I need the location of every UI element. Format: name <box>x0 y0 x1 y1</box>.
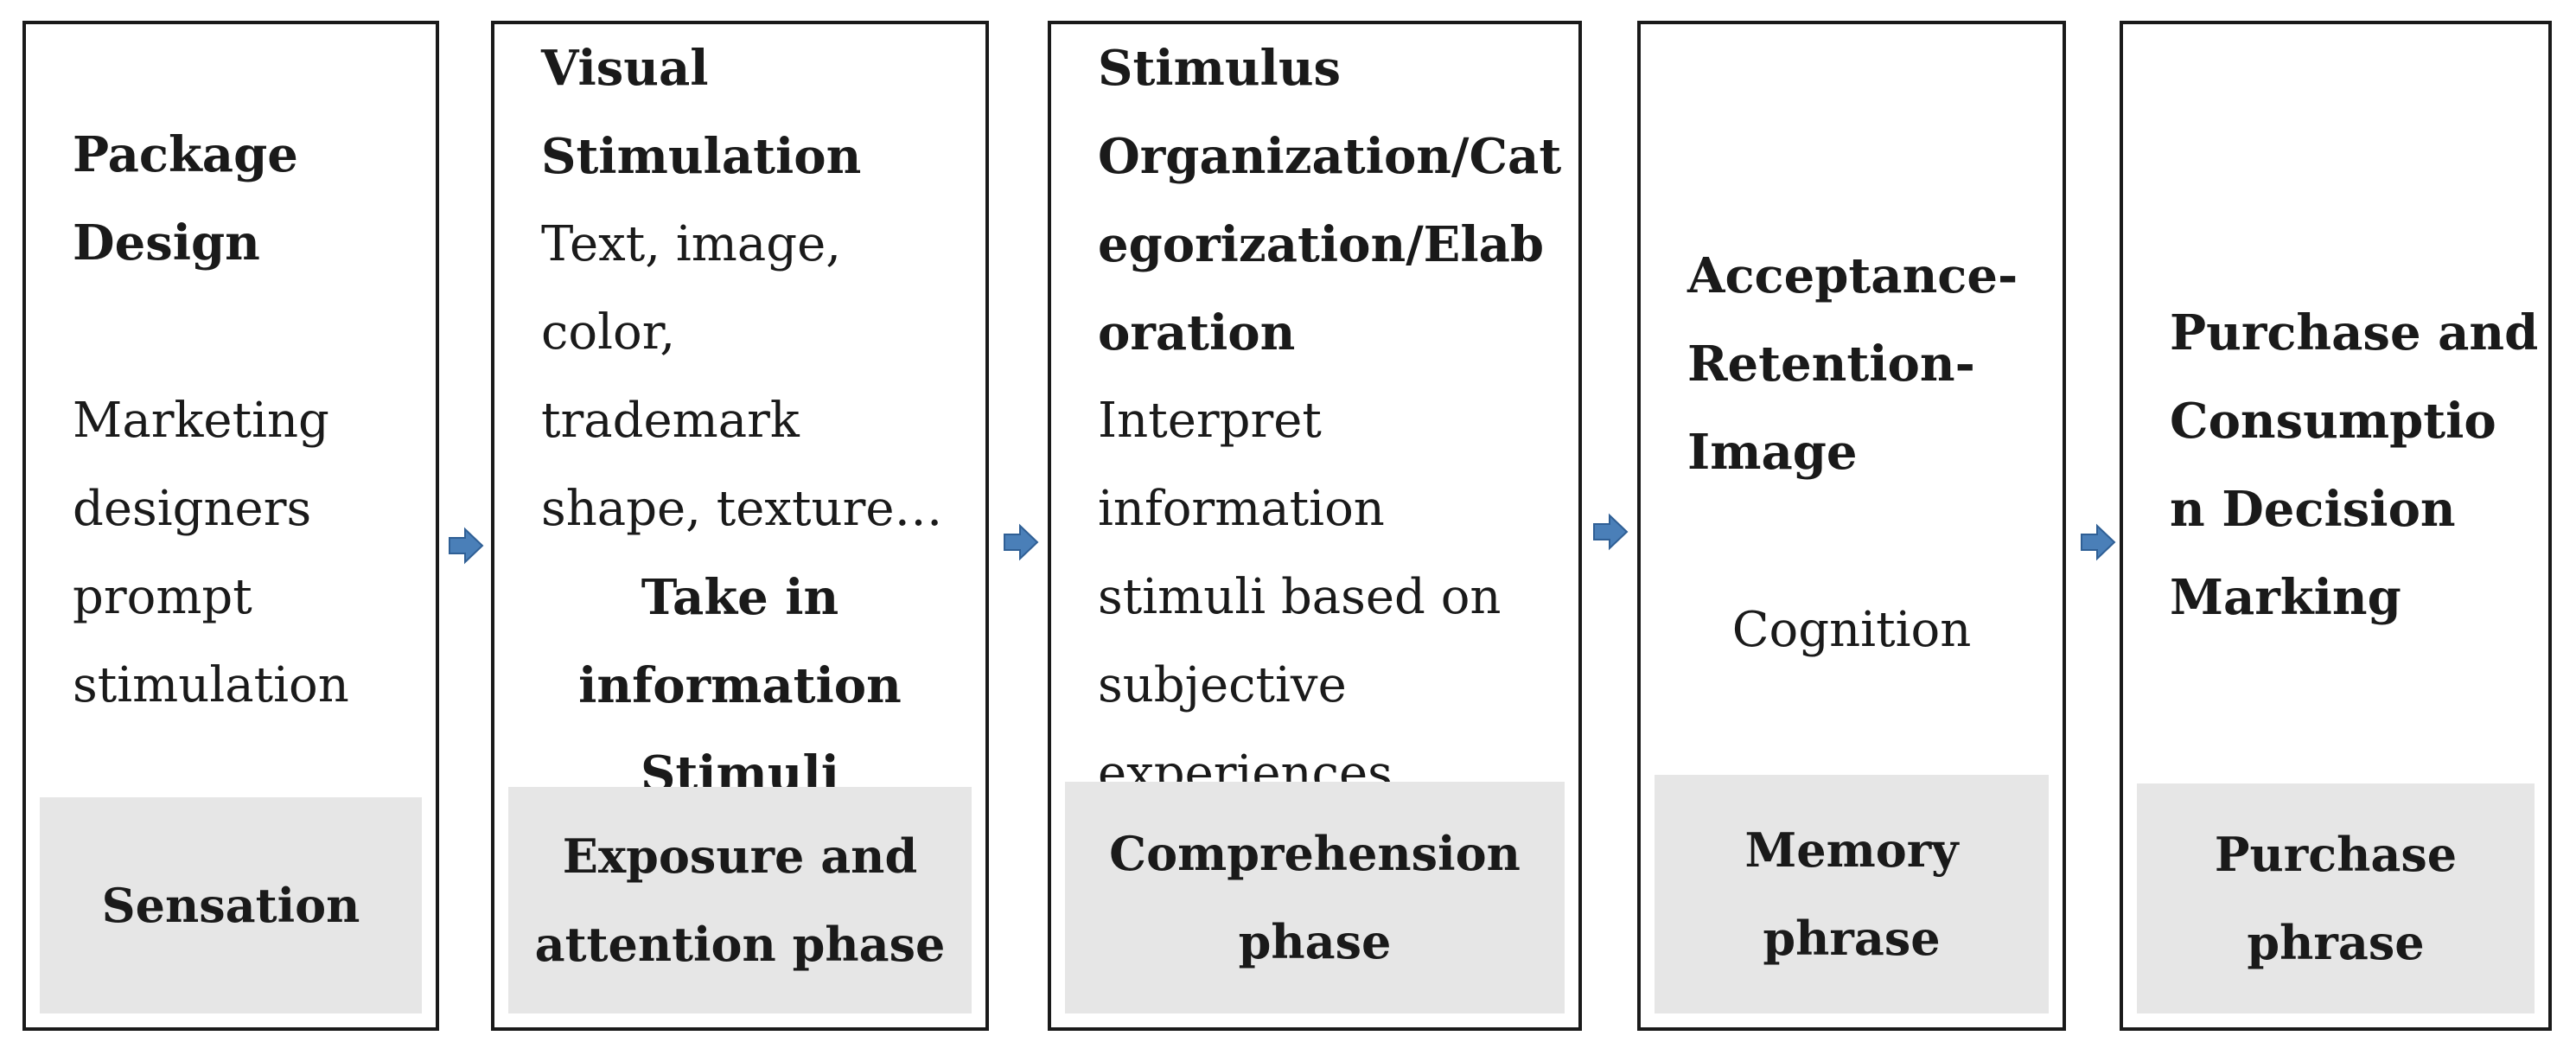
stage-box-stimulus-organization: Stimulus Organization/Cat egorization/El… <box>1048 21 1582 1031</box>
stage-heading-line: Visual <box>541 40 709 97</box>
stage-heading-line: Purchase and <box>2170 304 2539 361</box>
stage-box-acceptance-retention: Acceptance- Retention- Image Cognition M… <box>1637 21 2066 1031</box>
phase-label-line: Memory <box>1744 822 1959 878</box>
phase-label-line: Comprehension <box>1109 826 1521 881</box>
stage-body-line: stimuli based on <box>1098 569 1502 625</box>
right-arrow-icon <box>1593 513 1629 551</box>
stage-heading-line: Marking <box>2170 569 2401 626</box>
stage-subheading-line: information <box>578 657 902 714</box>
phase-label-line: phrase <box>1763 911 1941 966</box>
stage-box-purchase-consumption: Purchase and Consumptio n Decision Marki… <box>2120 21 2552 1031</box>
stage-heading-line: egorization/Elab <box>1098 216 1545 273</box>
stage-body-line: subjective <box>1098 657 1347 713</box>
right-arrow-icon <box>1004 523 1039 561</box>
right-arrow-icon <box>449 527 484 565</box>
phase-label-line: Sensation <box>101 878 360 933</box>
phase-label-sensation: Sensation <box>40 797 422 1013</box>
phase-label-exposure-attention: Exposure and attention phase <box>508 787 972 1013</box>
stage-heading-line: oration <box>1098 304 1296 361</box>
stage-heading-line: Consumptio <box>2170 393 2496 450</box>
phase-label-comprehension: Comprehension phase <box>1065 782 1565 1013</box>
stage-body-line: prompt <box>73 569 252 625</box>
stage-heading-line: Design <box>73 214 260 272</box>
phase-label-line: phrase <box>2247 915 2425 970</box>
stage-body-line: information <box>1098 481 1385 537</box>
stage-heading-line: Stimulus <box>1098 40 1342 97</box>
stage-heading-line: Image <box>1687 424 1858 481</box>
stage-body-line: designers <box>73 481 312 537</box>
stage-body-line: stimulation <box>73 657 349 713</box>
stage-box-package-design: Package Design Marketing designers promp… <box>22 21 439 1031</box>
stage-heading-line: n Decision <box>2170 481 2456 538</box>
phase-label-memory: Memory phrase <box>1655 775 2049 1013</box>
stage-heading-line: Stimulation <box>541 128 862 185</box>
stage-box-visual-stimulation: Visual Stimulation Text, image, color, t… <box>491 21 989 1031</box>
phase-label-line: attention phase <box>534 917 946 972</box>
stage-body-line: shape, texture… <box>541 481 943 537</box>
phase-label-line: Exposure and <box>562 828 918 884</box>
stage-heading-line: Package <box>73 126 298 183</box>
stage-subheading-line: Take in <box>641 569 839 626</box>
stage-heading-line: Acceptance- <box>1687 247 2018 304</box>
stage-heading-line: Retention- <box>1687 336 1975 393</box>
stage-body-line: Cognition <box>1731 602 1972 658</box>
stage-body-line: Marketing <box>73 393 329 449</box>
stage-body-line: Text, image, <box>541 216 842 272</box>
stage-heading-line: Organization/Cat <box>1098 128 1562 185</box>
phase-label-purchase: Purchase phrase <box>2137 783 2535 1013</box>
right-arrow-icon <box>2081 523 2116 561</box>
phase-label-line: phase <box>1238 914 1392 969</box>
stage-body-line: trademark <box>541 393 800 449</box>
phase-label-line: Purchase <box>2214 827 2458 882</box>
stage-body-line: color, <box>541 304 676 361</box>
stage-body-line: Interpret <box>1098 393 1322 449</box>
